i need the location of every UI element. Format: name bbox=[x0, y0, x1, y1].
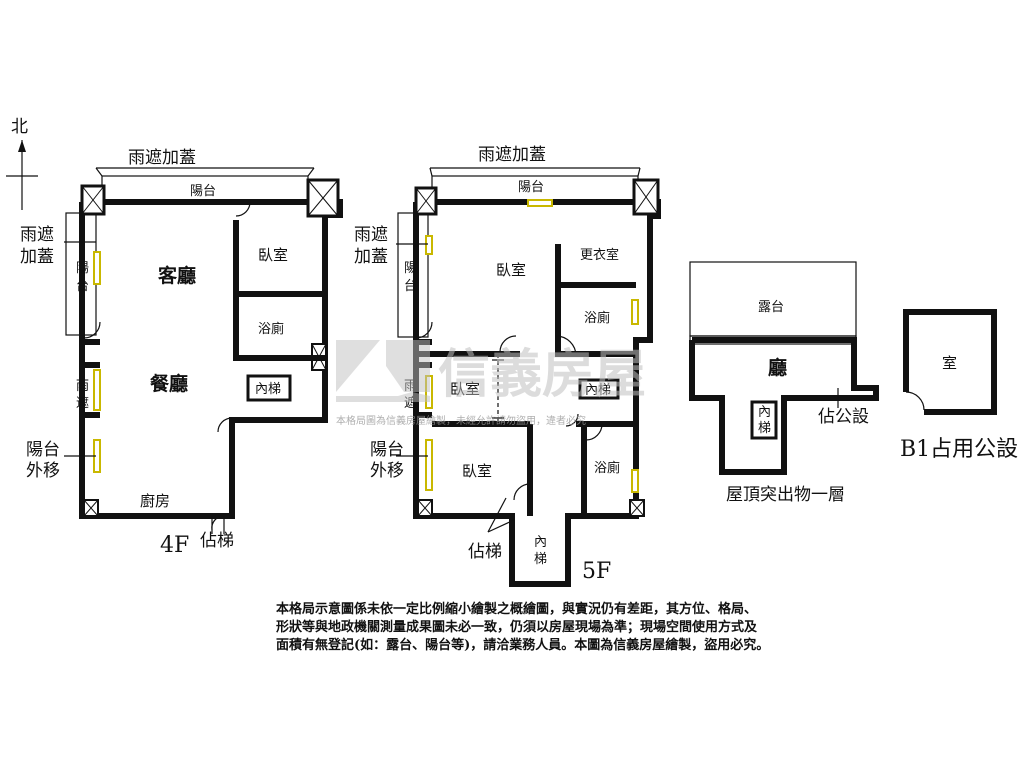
5f-balcony-moved-label-1: 陽台 bbox=[370, 440, 404, 460]
5f-rain-cover-left-label-1: 雨遮 bbox=[354, 225, 388, 245]
column-box bbox=[83, 499, 99, 517]
roof-occupied-common-label: 佔公設 bbox=[818, 407, 869, 427]
column-box bbox=[306, 178, 340, 218]
roof-hall-label: 廳 bbox=[768, 356, 787, 379]
roof-inner-stair-label-1: 內 bbox=[758, 405, 771, 420]
watermark-notice: 本格局圖為信義房屋繪製，未經允許請勿盜用，違者必究 bbox=[336, 414, 586, 427]
b1-room-label: 室 bbox=[942, 354, 957, 372]
5f-bedroom-main-label: 臥室 bbox=[496, 261, 526, 279]
compass: 北 bbox=[6, 117, 38, 210]
watermark: 信義房屋 本格局圖為信義房屋繪製，未經允許請勿盜用，違者必究 bbox=[336, 340, 646, 427]
5f-balcony-moved-label-2: 外移 bbox=[370, 461, 404, 481]
5f-inner-stair-label: 內梯 bbox=[585, 383, 611, 398]
floor-4f-plan: 雨遮加蓋 陽台 雨遮 加蓋 陽 台 客廳 臥室 浴廁 餐廳 內梯 雨 遮 陽台 … bbox=[20, 148, 343, 558]
column-box bbox=[414, 186, 438, 216]
4f-rain-cover-top-label: 雨遮加蓋 bbox=[128, 148, 196, 168]
5f-inner-stair-lower-label-1: 內 bbox=[534, 535, 547, 550]
4f-rain-shelter-label-2: 遮 bbox=[76, 395, 89, 411]
roof-terrace-label: 露台 bbox=[758, 300, 784, 315]
watermark-brand: 信義房屋 bbox=[438, 345, 646, 405]
roof-plan: 露台 廳 內 梯 佔公設 屋頂突出物一層 bbox=[689, 261, 879, 505]
4f-inner-stair-label: 內梯 bbox=[255, 382, 281, 397]
4f-balcony-top-label: 陽台 bbox=[190, 184, 216, 199]
5f-bedroom-middle-label: 臥室 bbox=[450, 380, 480, 398]
4f-living-room-label: 客廳 bbox=[158, 264, 196, 287]
roof-inner-stair-label-2: 梯 bbox=[758, 421, 771, 436]
5f-bedroom-lower-label: 臥室 bbox=[462, 462, 492, 480]
4f-dining-room-label: 餐廳 bbox=[150, 372, 188, 395]
5f-bathroom-upper-label: 浴廁 bbox=[584, 310, 610, 326]
4f-balcony-moved-label-1: 陽台 bbox=[26, 440, 60, 460]
4f-occupied-stair-label: 佔梯 bbox=[200, 531, 234, 551]
4f-kitchen-label: 廚房 bbox=[140, 492, 170, 510]
disclaimer-line: 形狀等與地政機關測量成果圖未必一致，仍須以房屋現場為準；現場空間使用方式及 bbox=[276, 620, 758, 635]
4f-balcony-left-label-2: 台 bbox=[76, 279, 89, 294]
4f-bedroom-label: 臥室 bbox=[258, 246, 288, 264]
basement-plan: 室 B1占用公設 bbox=[900, 309, 1018, 462]
column-box bbox=[417, 499, 433, 517]
4f-floor-label: 4F bbox=[160, 533, 189, 558]
roof-caption: 屋頂突出物一層 bbox=[726, 485, 845, 505]
5f-bathroom-lower-label: 浴廁 bbox=[594, 460, 620, 476]
5f-rain-cover-left-label-2: 加蓋 bbox=[354, 247, 388, 267]
disclaimer-text: 本格局示意圖係未依一定比例縮小繪製之概繪圖，與實況仍有差距，其方位、格局、 形狀… bbox=[276, 601, 836, 655]
5f-occupied-stair-label: 佔梯 bbox=[468, 542, 502, 562]
brand-logo-icon bbox=[336, 340, 430, 402]
column-box bbox=[80, 184, 106, 216]
4f-rain-cover-left-label-1: 雨遮 bbox=[20, 225, 54, 245]
disclaimer-line: 面積有無登記(如：露台、陽台等)，請洽業務人員。本圖為信義房屋繪製，盜用必究。 bbox=[276, 638, 770, 653]
b1-caption: B1占用公設 bbox=[900, 437, 1018, 462]
4f-balcony-left-label-1: 陽 bbox=[76, 261, 89, 276]
5f-balcony-left-label-1: 陽 bbox=[404, 261, 417, 276]
north-arrow-icon bbox=[18, 140, 26, 152]
4f-bathroom-label: 浴廁 bbox=[258, 321, 284, 337]
5f-balcony-left-label-2: 台 bbox=[404, 279, 417, 294]
4f-rain-shelter-label-1: 雨 bbox=[76, 379, 89, 394]
4f-rain-cover-left-label-2: 加蓋 bbox=[20, 247, 54, 267]
5f-balcony-top-label: 陽台 bbox=[518, 180, 544, 195]
5f-rain-cover-top-label: 雨遮加蓋 bbox=[478, 145, 546, 165]
disclaimer-line: 本格局示意圖係未依一定比例縮小繪製之概繪圖，與實況仍有差距，其方位、格局、 bbox=[276, 602, 758, 617]
column-box bbox=[632, 178, 660, 216]
5f-closet-label: 更衣室 bbox=[580, 247, 619, 263]
north-label: 北 bbox=[11, 117, 28, 137]
4f-balcony-moved-label-2: 外移 bbox=[26, 461, 60, 481]
5f-inner-stair-lower-label-2: 梯 bbox=[534, 552, 547, 567]
column-box bbox=[629, 499, 645, 517]
5f-floor-label: 5F bbox=[582, 559, 611, 584]
